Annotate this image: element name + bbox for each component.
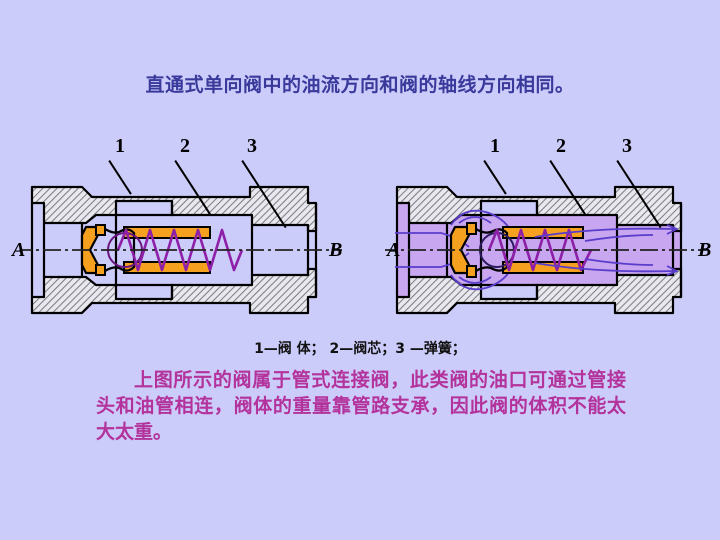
port-b-left: B bbox=[329, 239, 343, 261]
callout-1-left: 1 bbox=[115, 135, 125, 157]
valve-body-open bbox=[395, 185, 683, 315]
port-b-right: B bbox=[698, 239, 712, 261]
description-paragraph: 上图所示的阀属于管式连接阀，此类阀的油口可通过管接头和油管相连，阀体的重量靠管路… bbox=[96, 370, 626, 444]
legend: 1—阀 体； 2—阀芯；3 —弹簧； bbox=[254, 341, 466, 357]
flow-lines-outlet bbox=[534, 224, 678, 276]
callout-2-left: 2 bbox=[180, 135, 190, 157]
callout-3-right: 3 bbox=[622, 135, 632, 157]
open-valve-diagram bbox=[385, 175, 715, 325]
closed-valve-diagram bbox=[20, 175, 350, 325]
port-a-right: A bbox=[387, 239, 401, 261]
valve-body-closed bbox=[30, 185, 318, 315]
callout-3-left: 3 bbox=[247, 135, 257, 157]
port-a-left: A bbox=[12, 239, 26, 261]
callout-1-right: 1 bbox=[490, 135, 500, 157]
page-title: 直通式单向阀中的油流方向和阀的轴线方向相同。 bbox=[145, 74, 575, 96]
callout-2-right: 2 bbox=[556, 135, 566, 157]
spring-closed bbox=[116, 228, 244, 272]
